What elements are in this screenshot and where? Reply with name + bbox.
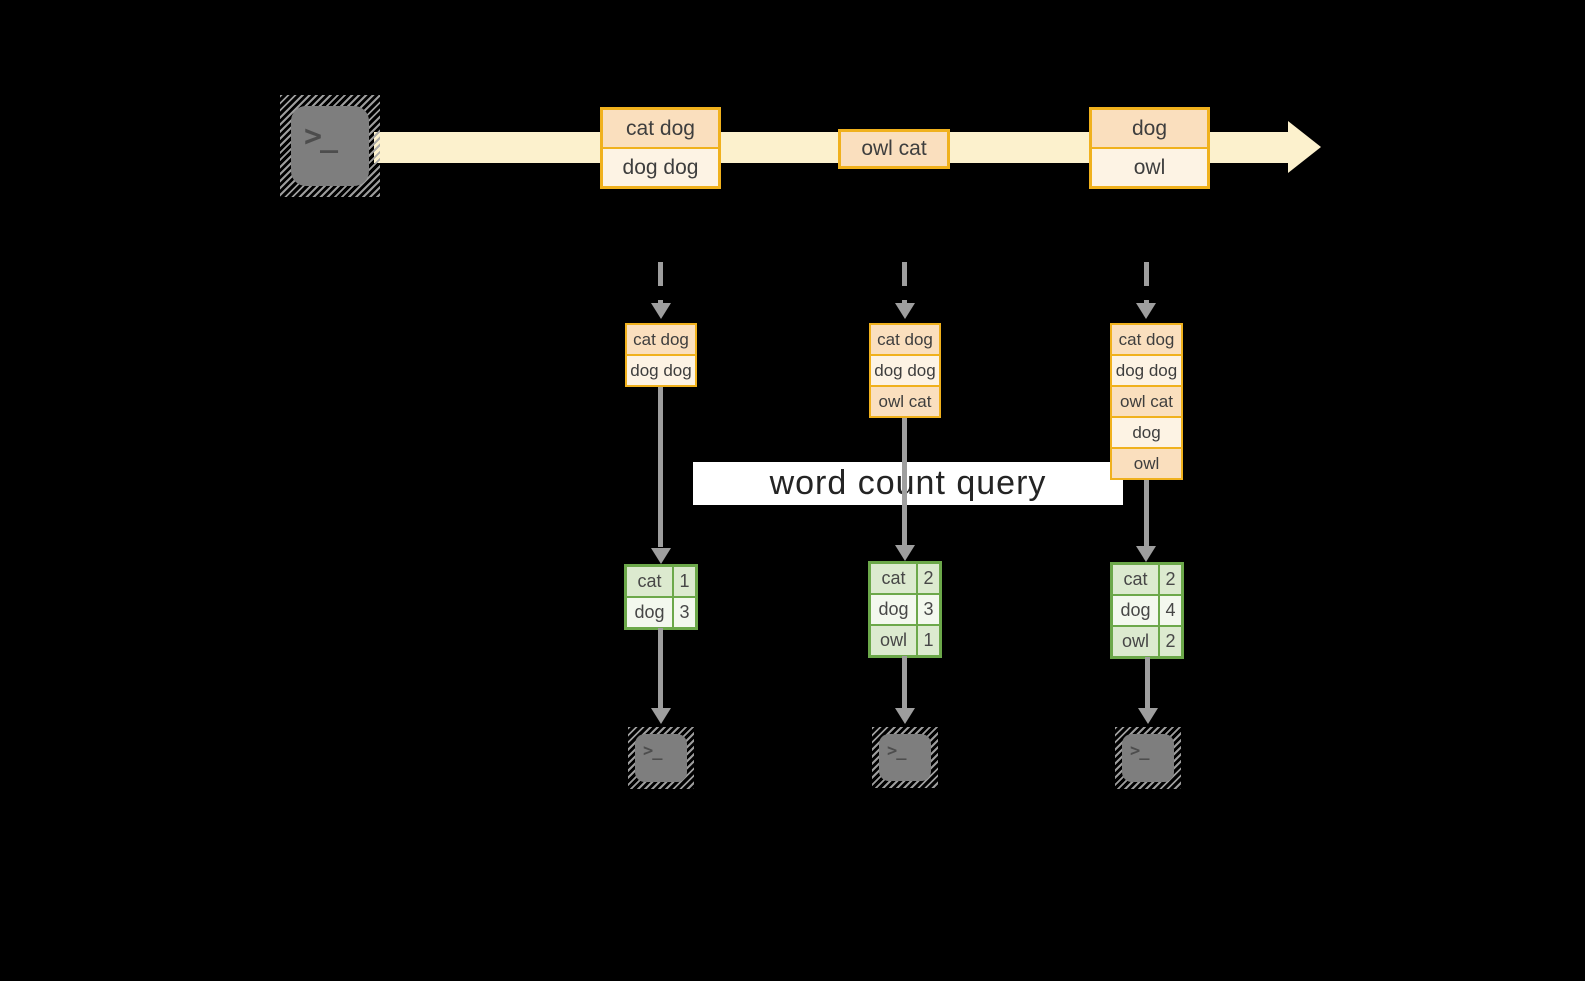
word-cell: dog [1113,596,1158,625]
count-cell: 3 [916,595,939,624]
stream-event-box-1: cat dog dog dog [600,107,721,189]
table-row: dog 4 [1113,594,1181,625]
source-terminal-icon: >_ [280,95,380,197]
buffer-cell: dog [1112,416,1181,447]
count-cell: 1 [916,626,939,655]
dashed-arrow-line [658,262,663,304]
sink-arrowhead-icon [1138,708,1158,724]
table-row: cat 2 [1113,565,1181,594]
sink-arrowhead-icon [895,708,915,724]
buffer-cell: owl cat [871,385,939,416]
word-cell: cat [1113,565,1158,594]
connector-arrow-line [658,385,663,547]
terminal-screen: >_ [635,734,687,782]
terminal-prompt-icon: >_ [304,119,338,154]
stream-event-line: cat dog [603,110,718,147]
word-count-table-2: cat 2 dog 3 owl 1 [868,561,942,658]
buffer-cell: dog dog [1112,354,1181,385]
table-row: cat 1 [627,567,695,596]
sink-terminal-icon: >_ [1115,727,1181,789]
buffer-cell: dog dog [871,354,939,385]
table-row: cat 2 [871,564,939,593]
stream-event-line: owl [1092,147,1207,186]
stream-event-box-2: owl cat [838,129,950,169]
count-cell: 2 [1158,627,1181,656]
buffer-cell: cat dog [627,325,695,354]
stream-event-line: dog dog [603,147,718,186]
connector-arrowhead-icon [895,545,915,561]
stream-arrowhead-icon [1288,121,1321,173]
dashed-arrow-line [1144,262,1149,304]
connector-arrow-line [1144,476,1149,547]
dashed-arrowhead-icon [1136,303,1156,319]
terminal-screen: >_ [291,106,369,186]
count-cell: 4 [1158,596,1181,625]
word-cell: owl [871,626,916,655]
query-label-banner: word count query [693,462,1123,505]
table-row: owl 2 [1113,625,1181,656]
buffer-cell: cat dog [1112,325,1181,354]
dashed-arrowhead-icon [895,303,915,319]
word-cell: cat [871,564,916,593]
buffer-cell: owl [1112,447,1181,478]
word-count-table-1: cat 1 dog 3 [624,564,698,630]
count-cell: 3 [672,598,695,627]
count-cell: 2 [1158,565,1181,594]
event-buffer-stack-2: cat dog dog dog owl cat [869,323,941,418]
connector-arrowhead-icon [651,548,671,564]
dashed-arrow-line [902,262,907,304]
connector-arrowhead-icon [1136,546,1156,562]
stream-event-box-3: dog owl [1089,107,1210,189]
word-cell: cat [627,567,672,596]
buffer-cell: cat dog [871,325,939,354]
stream-event-line: dog [1092,110,1207,147]
count-cell: 1 [672,567,695,596]
event-buffer-stack-1: cat dog dog dog [625,323,697,387]
word-cell: dog [871,595,916,624]
word-cell: dog [627,598,672,627]
terminal-screen: >_ [1122,734,1174,782]
sink-arrow-line [1145,657,1150,708]
dashed-arrowhead-icon [651,303,671,319]
stream-event-line: owl cat [841,132,947,166]
connector-arrow-line [902,416,907,547]
sink-terminal-icon: >_ [628,727,694,789]
terminal-prompt-icon: >_ [887,741,906,761]
terminal-screen: >_ [879,734,931,781]
sink-arrow-line [902,656,907,708]
terminal-prompt-icon: >_ [643,741,662,761]
table-row: dog 3 [871,593,939,624]
event-buffer-stack-3: cat dog dog dog owl cat dog owl [1110,323,1183,480]
buffer-cell: owl cat [1112,385,1181,416]
word-cell: owl [1113,627,1158,656]
buffer-cell: dog dog [627,354,695,385]
terminal-prompt-icon: >_ [1130,741,1149,761]
sink-arrowhead-icon [651,708,671,724]
table-row: dog 3 [627,596,695,627]
word-count-table-3: cat 2 dog 4 owl 2 [1110,562,1184,659]
table-row: owl 1 [871,624,939,655]
sink-terminal-icon: >_ [872,727,938,788]
sink-arrow-line [658,628,663,708]
count-cell: 2 [916,564,939,593]
